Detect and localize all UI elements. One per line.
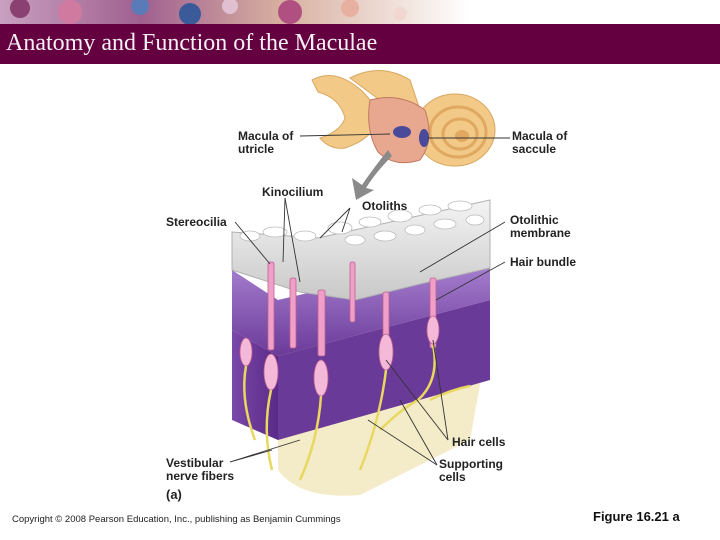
inner-ear-drawing xyxy=(312,70,495,166)
figure-number: Figure 16.21 a xyxy=(593,509,680,524)
label-otoliths: Otoliths xyxy=(362,200,407,213)
copyright-notice: Copyright © 2008 Pearson Education, Inc.… xyxy=(12,514,341,525)
panel-letter: (a) xyxy=(166,488,182,501)
zoom-arrow xyxy=(352,150,392,200)
label-hair-cells: Hair cells xyxy=(452,436,505,449)
label-kinocilium: Kinocilium xyxy=(262,186,323,199)
label-stereocilia: Stereocilia xyxy=(166,216,227,229)
label-hair-bundle: Hair bundle xyxy=(510,256,576,269)
